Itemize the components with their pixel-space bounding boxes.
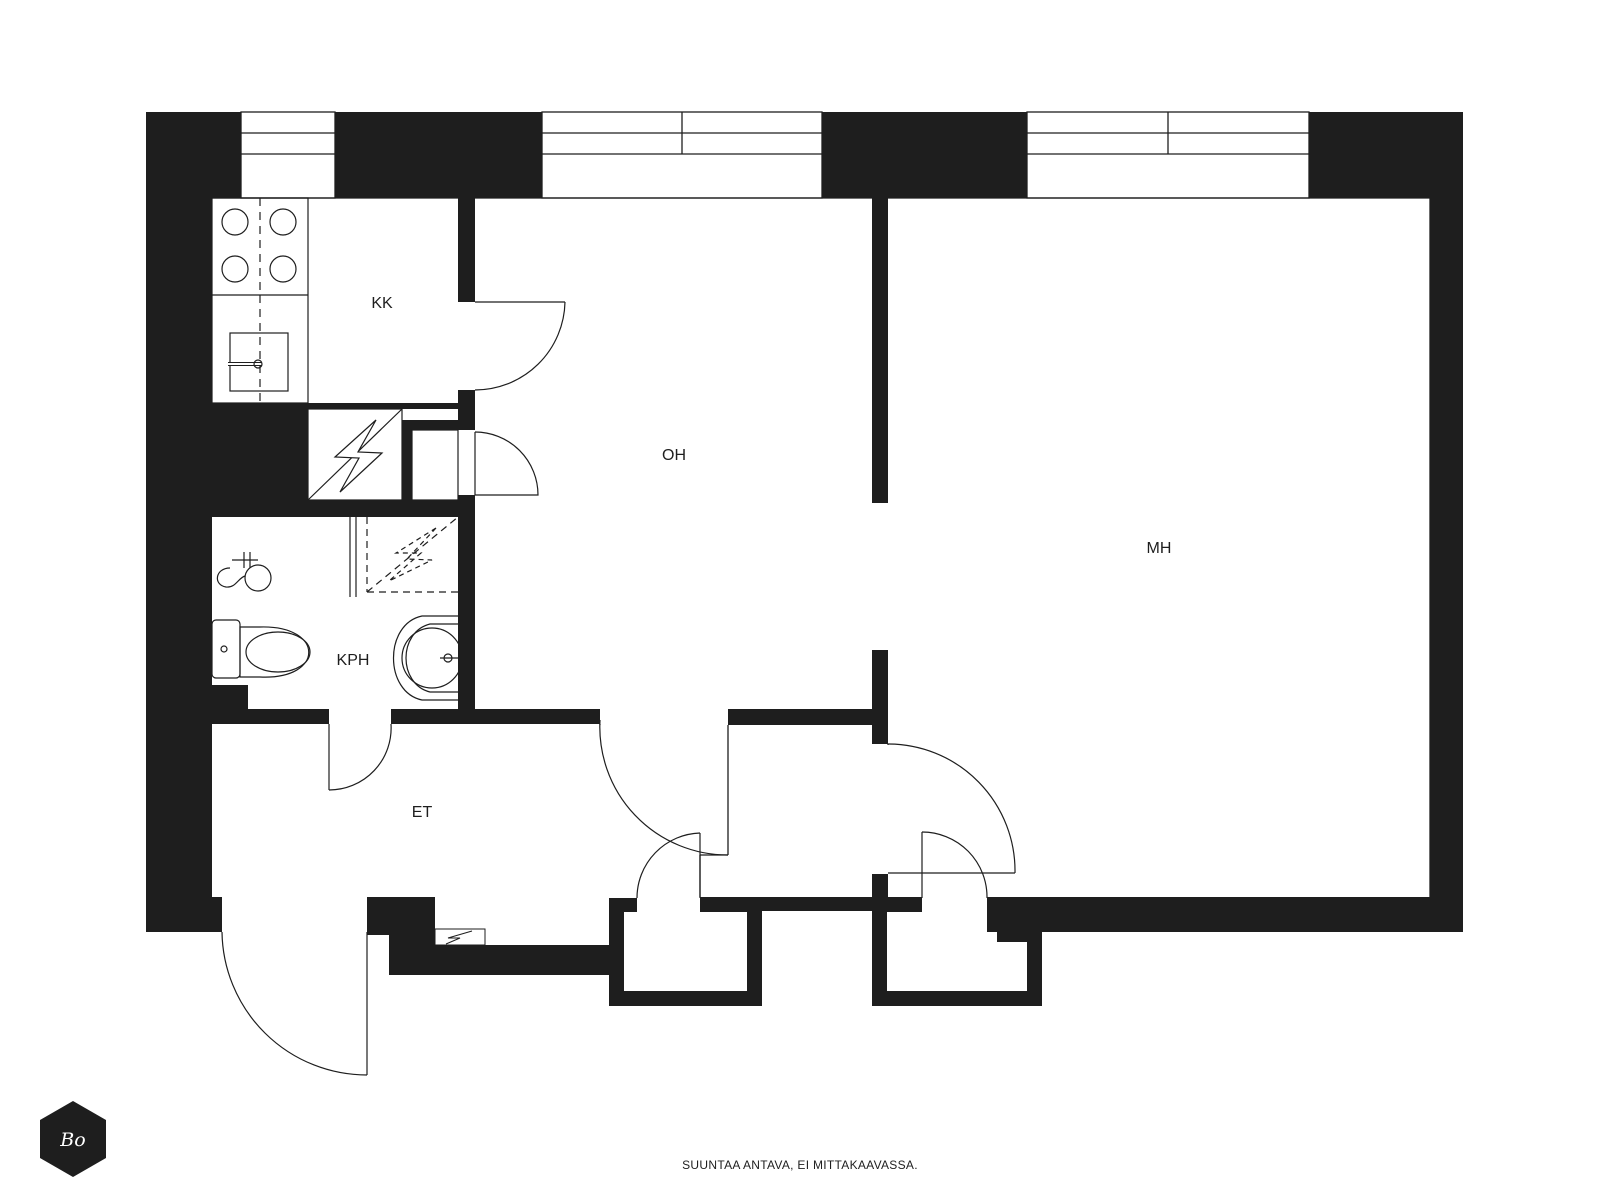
closet1-top-left [609, 898, 637, 912]
room-label-mh: MH [1147, 540, 1172, 557]
wall-bottom-right [987, 897, 1463, 932]
door-kk-oh[interactable] [474, 301, 566, 391]
wall-top-mid-left [335, 112, 542, 198]
wall-top-mid-right [822, 112, 1027, 198]
wall-kph-et-a [248, 709, 329, 724]
room-label-kk: KK [371, 295, 393, 312]
closet1-bottom [609, 991, 762, 1006]
stove-icon [221, 208, 297, 283]
door-entrance[interactable] [221, 931, 368, 1076]
wall-oh-mh-lower [872, 650, 888, 744]
wall-hall-left-lower [458, 495, 475, 709]
wall-mh-bottom-stub [872, 874, 888, 912]
door-closet[interactable] [474, 431, 539, 496]
footer-note: SUUNTAA ANTAVA, EI MITTAKAAVASSA. [682, 1158, 918, 1172]
room-labels: KK OH MH KPH ET [337, 295, 1172, 821]
toilet-icon [211, 619, 311, 679]
wall-bottom-mid [700, 897, 922, 911]
wall-kph-et-b [391, 709, 600, 724]
door-kph-et[interactable] [328, 723, 392, 791]
room-label-kph: KPH [337, 652, 370, 669]
shower-icon [216, 516, 459, 597]
walls [146, 112, 1463, 1006]
logo-hexagon-icon: Bo [40, 1101, 106, 1177]
doors [221, 301, 1016, 1076]
wall-closet-top [402, 420, 458, 430]
door-closet2[interactable] [921, 831, 988, 899]
closet-small [411, 429, 459, 501]
closet2-right [1027, 932, 1042, 1006]
thin-lines [212, 111, 1431, 897]
wall-closet-left [402, 420, 412, 503]
bathroom-sink-icon [393, 615, 463, 701]
window-1 [240, 111, 336, 199]
wall-bottom-entry-base [389, 945, 619, 975]
closet1-left [609, 898, 624, 1006]
bathroom [211, 516, 463, 701]
room-label-oh: OH [662, 447, 686, 464]
wall-kk-bottom [212, 403, 458, 409]
wall-kk-oh-lower [458, 390, 475, 430]
room-label-et: ET [412, 804, 433, 821]
wall-left-inner-block [212, 408, 308, 503]
closet2-bottom [872, 991, 1042, 1006]
wall-oh-mh-upper [872, 198, 888, 503]
door-oh-mh[interactable] [887, 743, 1016, 874]
door-closet1[interactable] [636, 832, 701, 899]
closet1-right [747, 898, 762, 1006]
wall-bottom-entry-block [367, 897, 435, 935]
wall-mid-kk-kph [212, 500, 475, 517]
wall-bottom-right-step [997, 932, 1042, 942]
electric-panel-icon [307, 408, 403, 501]
wall-kk-oh [458, 198, 475, 302]
window-2 [541, 111, 823, 199]
wall-left [146, 112, 212, 932]
kitchen-sink-icon [228, 332, 289, 392]
door-et-oh[interactable] [599, 719, 729, 856]
window-3 [1026, 111, 1310, 199]
logo-text: Bo [59, 1129, 85, 1151]
electric-panel-icon-small [434, 928, 486, 946]
wall-right [1430, 112, 1463, 932]
wall-bottom-left-stub [146, 897, 222, 932]
kitchen [211, 197, 309, 404]
wall-kph-et-left [212, 685, 248, 724]
wall-hall-right-a [728, 709, 888, 725]
